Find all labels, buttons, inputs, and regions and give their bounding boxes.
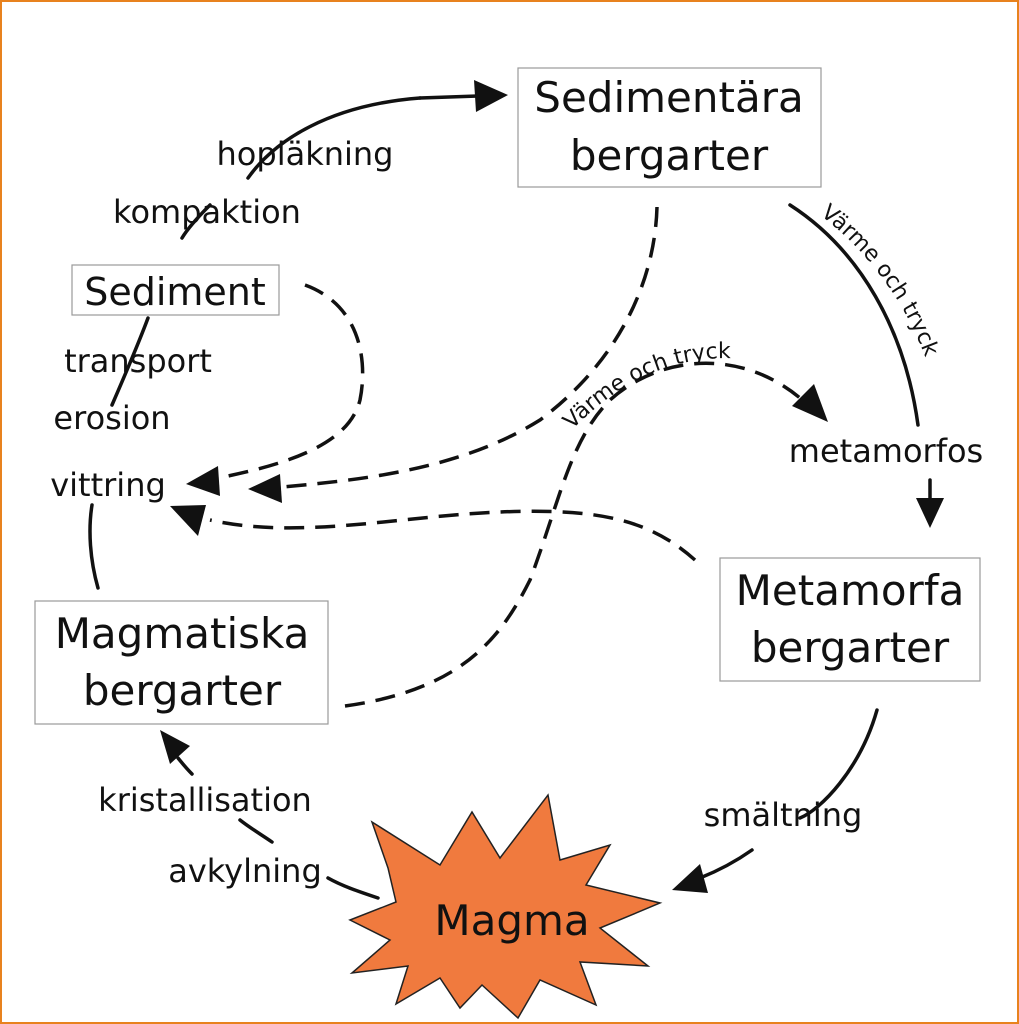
left-cycle-arc-lower: [88, 503, 100, 590]
label-kristallisation: kristallisation: [98, 781, 312, 819]
svg-text:Värme och tryck: Värme och tryck: [816, 200, 943, 360]
svg-text:Värme och tryck: Värme och tryck: [559, 339, 731, 434]
metamorfa-to-magma-head: [672, 864, 708, 893]
label-transport: transport: [64, 342, 212, 380]
sedimentara-line1: Sedimentära: [534, 73, 803, 122]
sedimentara-line2: bergarter: [570, 131, 769, 180]
metamorfos-to-metamorfa-head: [916, 498, 944, 528]
sediment-node: Sediment: [71, 264, 280, 316]
label-kompaktion: kompaktion: [113, 193, 301, 231]
sedimentara-to-metamorfos-line: [788, 203, 920, 427]
magmatiska-line1: Magmatiska: [55, 609, 310, 658]
varme-tryck-curved-label: Värme och tryck: [559, 339, 731, 434]
left-cycle-arc-upper: [180, 203, 212, 240]
metamorfa-line1: Metamorfa: [736, 566, 965, 615]
left-cycle-arc-top2: [418, 94, 480, 100]
varme-tryck-side-label: Värme och tryck: [816, 200, 943, 360]
arrow-to-sedimentara-head: [474, 80, 508, 112]
metamorfa-to-vittring-dashed: [209, 509, 697, 562]
metamorfa-to-magma-line2: [698, 848, 754, 880]
magma-label: Magma: [434, 896, 589, 945]
metamorfa-line2: bergarter: [751, 623, 950, 672]
sedimentara-to-vittring-dashed: [281, 206, 659, 489]
label-erosion: erosion: [53, 399, 170, 437]
sedimentara-bergarter-node: Sedimentära bergarter: [517, 67, 822, 188]
sediment-label: Sediment: [84, 270, 266, 314]
label-vittring: vittring: [50, 466, 166, 504]
magma-starburst-icon: [348, 793, 663, 1020]
magmatiska-to-metamorfos-head: [792, 384, 828, 422]
metamorfa-to-magma-line: [798, 708, 879, 820]
magma-to-magmatiska-head: [160, 730, 190, 764]
label-avkylning: avkylning: [168, 852, 322, 890]
label-hoplakning: hopläkning: [217, 135, 394, 173]
left-cycle-arc-top: [246, 96, 422, 180]
magma-node: Magma: [348, 793, 663, 1020]
magmatiska-line2: bergarter: [83, 666, 282, 715]
magma-to-magmatiska-line-low: [326, 876, 380, 900]
sediment-to-vittring-head: [186, 466, 220, 496]
sedimentara-to-vittring-head: [248, 474, 282, 503]
magma-to-magmatiska-line-mid: [238, 818, 274, 844]
left-cycle-arc-middle: [110, 316, 150, 407]
metamorfa-bergarter-node: Metamorfa bergarter: [719, 557, 981, 682]
magmatiska-bergarter-node: Magmatiska bergarter: [34, 600, 329, 725]
metamorfa-to-vittring-head: [170, 505, 206, 536]
magma-to-magmatiska-line-top: [176, 756, 194, 776]
sediment-to-vittring-dashed: [217, 283, 365, 480]
label-smaltning: smältning: [704, 796, 863, 834]
label-metamorfos: metamorfos: [789, 432, 983, 470]
magmatiska-to-metamorfos-dashed: [344, 361, 802, 708]
